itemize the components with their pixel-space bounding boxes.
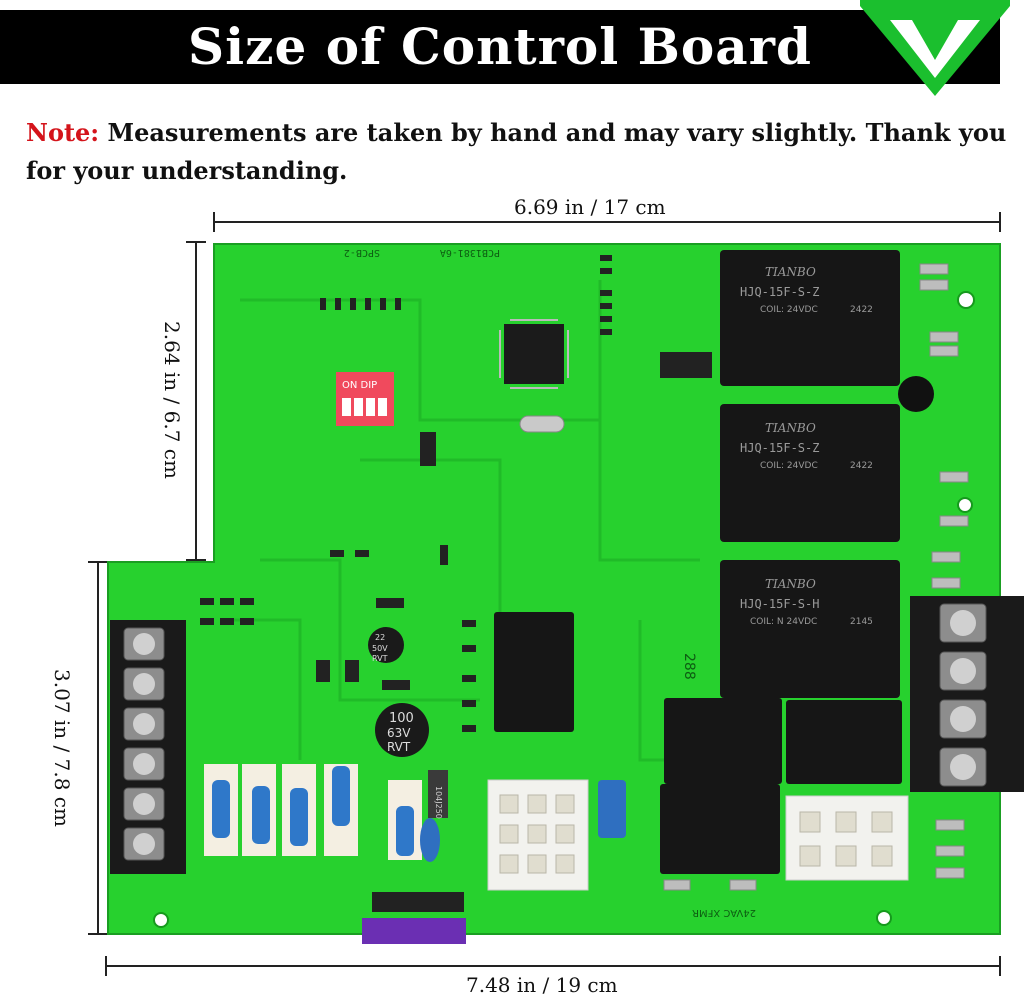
small-relay xyxy=(660,784,780,874)
resistor xyxy=(212,780,230,838)
title-banner: Size of Control Board xyxy=(0,0,1024,100)
connector-9pin xyxy=(487,779,589,891)
relay-2: TIANBO HJQ-15F-S-Z COIL: 24VDC 2422 xyxy=(720,404,900,542)
relay-1: TIANBO HJQ-15F-S-Z COIL: 24VDC 2422 xyxy=(720,250,900,386)
svg-text:HJQ-15F-S-Z: HJQ-15F-S-Z xyxy=(740,285,819,299)
small-relay xyxy=(494,612,574,732)
dip-switch: ON DIP xyxy=(336,372,394,426)
mount-hole xyxy=(876,910,892,926)
svg-text:100: 100 xyxy=(389,711,414,726)
svg-text:COIL: N 24VDC: COIL: N 24VDC xyxy=(750,617,817,627)
small-relay xyxy=(786,700,902,784)
svg-text:22: 22 xyxy=(375,633,385,642)
svg-text:COIL: 24VDC: COIL: 24VDC xyxy=(760,305,818,315)
svg-text:COIL: 24VDC: COIL: 24VDC xyxy=(760,461,818,471)
mount-hole xyxy=(957,497,973,513)
resistor xyxy=(332,766,350,826)
note-label: Note: xyxy=(26,118,100,147)
banner-bar xyxy=(0,10,1000,84)
svg-text:63V: 63V xyxy=(387,726,411,740)
capacitor-small: 22 50V RVT xyxy=(368,627,404,663)
dimension-top: 6.69 in / 17 cm xyxy=(514,195,666,219)
mount-hole xyxy=(153,912,169,928)
mount-hole xyxy=(957,291,975,309)
svg-text:104J250: 104J250 xyxy=(434,786,443,819)
pcb-label: PCB1381-6A xyxy=(440,247,500,258)
xfmr-label: 24VAC XFMR xyxy=(692,907,756,918)
svg-text:RVT: RVT xyxy=(387,740,411,754)
resistor xyxy=(290,788,308,846)
banner-title: Size of Control Board xyxy=(188,17,812,76)
svg-text:HJQ-15F-S-H: HJQ-15F-S-H xyxy=(740,597,819,611)
svg-text:2422: 2422 xyxy=(850,305,873,315)
small-relay xyxy=(664,698,782,784)
left-terminal-block xyxy=(110,620,186,874)
fuse-purple xyxy=(362,918,466,944)
diode xyxy=(428,770,448,818)
svg-text:ON DIP: ON DIP xyxy=(342,380,377,391)
pcb-label: 288 xyxy=(681,653,697,680)
svg-text:TIANBO: TIANBO xyxy=(765,265,816,279)
right-terminal-block xyxy=(910,596,1024,792)
svg-text:50V: 50V xyxy=(372,644,388,653)
pcb-label: SPCB-2 xyxy=(344,247,380,258)
svg-text:TIANBO: TIANBO xyxy=(765,577,816,591)
relay-3: TIANBO HJQ-15F-S-H COIL: N 24VDC 2145 xyxy=(720,560,900,698)
note-body: Measurements are taken by hand and may v… xyxy=(26,118,1007,185)
svg-text:HJQ-15F-S-Z: HJQ-15F-S-Z xyxy=(740,441,819,455)
capacitor-large: 100 63V RVT xyxy=(375,703,429,757)
svg-text:RVT: RVT xyxy=(372,654,388,663)
resistor xyxy=(252,786,270,844)
svg-text:2422: 2422 xyxy=(850,461,873,471)
note-text: Note: Measurements are taken by hand and… xyxy=(26,114,1021,190)
microcontroller-chip xyxy=(499,319,569,389)
brand-logo-icon xyxy=(860,0,1010,96)
svg-text:TIANBO: TIANBO xyxy=(765,421,816,435)
dimension-bottom: 7.48 in / 19 cm xyxy=(466,973,618,997)
svg-text:2145: 2145 xyxy=(850,617,873,627)
resistor xyxy=(396,806,414,856)
fuse xyxy=(372,892,464,912)
connector-6pin xyxy=(785,795,909,881)
